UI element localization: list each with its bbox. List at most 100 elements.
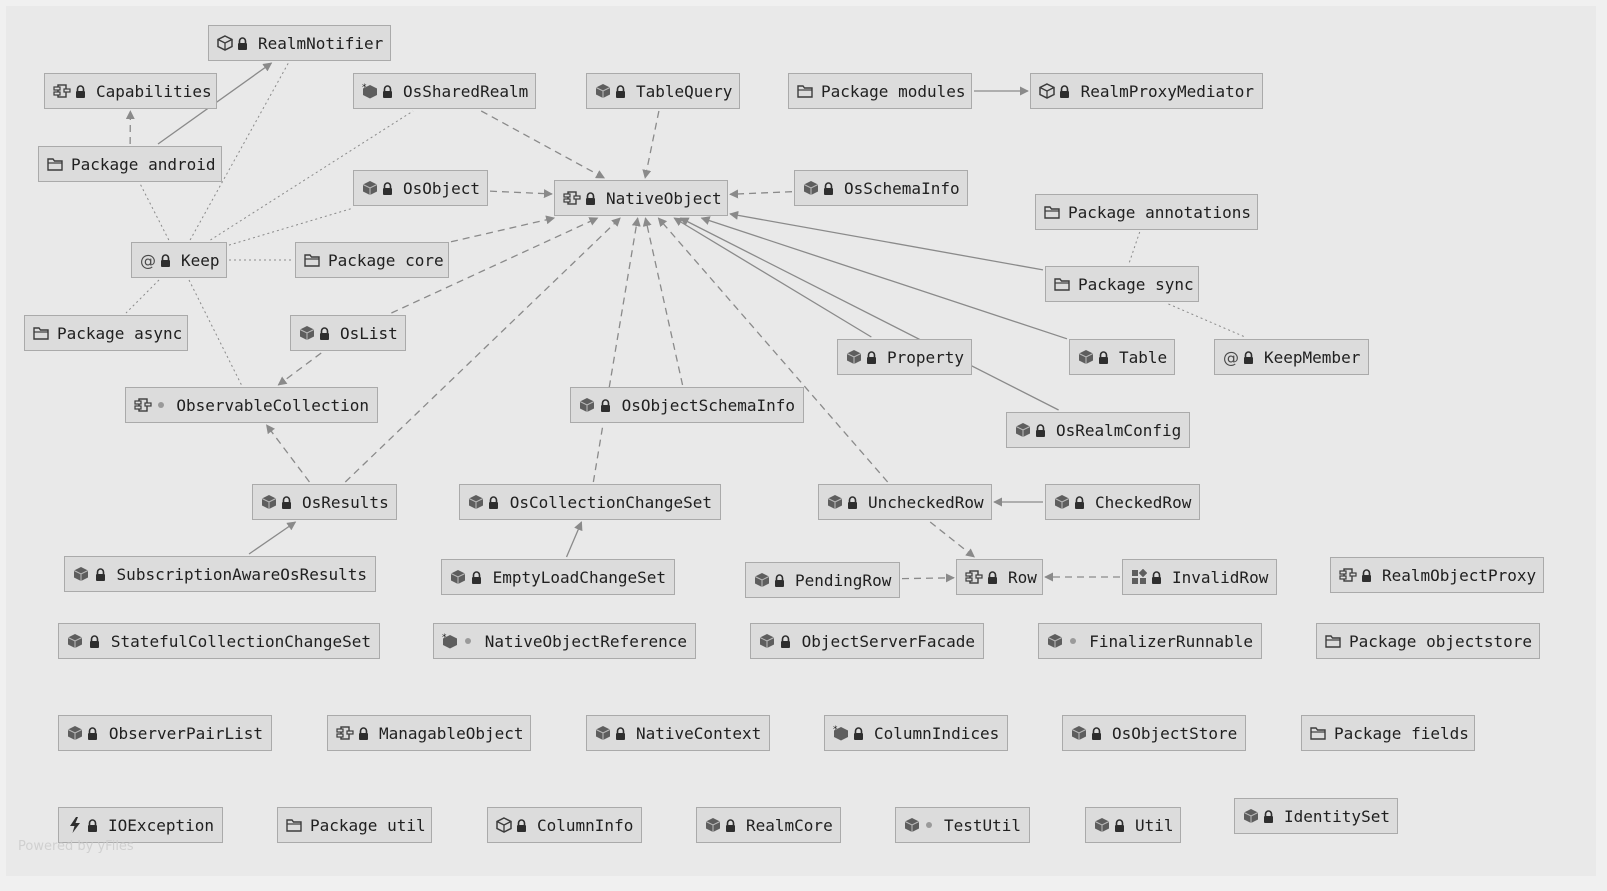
node-label: ObservableCollection: [176, 395, 369, 415]
node-label: Row: [1008, 567, 1037, 587]
diagram-node[interactable]: NativeContext: [586, 715, 770, 751]
lock-icon: [86, 816, 98, 834]
diagram-node[interactable]: ObjectServerFacade: [750, 623, 984, 659]
interface-icon: [217, 34, 233, 52]
node-label: RealmObjectProxy: [1382, 565, 1537, 585]
diagram-node[interactable]: IOException: [58, 807, 223, 843]
diagram-node[interactable]: IdentitySet: [1234, 798, 1398, 834]
diagram-node[interactable]: @KeepMember: [1214, 339, 1369, 375]
diagram-node[interactable]: *ColumnIndices: [824, 715, 1008, 751]
diagram-node[interactable]: RealmObjectProxy: [1330, 557, 1544, 593]
edge-dotted: [210, 110, 414, 241]
diagram-node[interactable]: OsObjectSchemaInfo: [570, 387, 804, 423]
lock-icon: [75, 82, 86, 100]
edge-dashed: [657, 217, 889, 483]
diagram-node[interactable]: TableQuery: [586, 73, 740, 109]
class-icon: [1078, 348, 1094, 366]
diagram-node[interactable]: Package async: [24, 315, 188, 351]
diagram-node[interactable]: OsList: [290, 315, 406, 351]
edge-dotted: [125, 279, 160, 314]
diagram-node[interactable]: EmptyLoadChangeSet: [441, 559, 675, 595]
edge-solid: [248, 521, 297, 555]
edge-dotted: [1128, 231, 1141, 265]
svg-text:*: *: [442, 633, 447, 643]
diagram-node[interactable]: ManagableObject: [327, 715, 531, 751]
diagram-node[interactable]: Package android: [38, 146, 222, 182]
diagram-node[interactable]: ColumnInfo: [487, 807, 642, 843]
lock-icon: [774, 571, 785, 589]
diagram-node[interactable]: UncheckedRow: [818, 484, 992, 520]
edge-dotted: [188, 279, 242, 386]
diagram-node[interactable]: *OsSharedRealm: [353, 73, 536, 109]
node-label: OsObjectStore: [1112, 723, 1238, 743]
node-label: FinalizerRunnable: [1089, 631, 1253, 651]
node-label: ColumnIndices: [874, 723, 1000, 743]
diagram-node[interactable]: InvalidRow: [1122, 559, 1277, 595]
diagram-node[interactable]: StatefulCollectionChangeSet: [58, 623, 380, 659]
node-label: Package fields: [1334, 723, 1469, 743]
class-icon: [299, 324, 315, 342]
diagram-node[interactable]: ObserverPairList: [58, 715, 272, 751]
class-icon: [754, 571, 770, 589]
edge-dashed: [489, 189, 553, 199]
diagram-node[interactable]: RealmProxyMediator: [1030, 73, 1263, 109]
diagram-node[interactable]: Package modules: [788, 73, 972, 109]
diagram-node[interactable]: TestUtil: [895, 807, 1030, 843]
lock-icon: [987, 568, 998, 586]
diagram-node[interactable]: Capabilities: [44, 73, 217, 109]
package-icon: [797, 82, 813, 100]
edge-dashed: [901, 573, 955, 583]
diagram-node[interactable]: Row: [956, 559, 1043, 595]
lock-icon: [382, 179, 393, 197]
diagram-node[interactable]: RealmCore: [696, 807, 841, 843]
node-label: Util: [1135, 815, 1174, 835]
lock-icon: [585, 189, 596, 207]
lock-icon: [319, 324, 330, 342]
diagram-node[interactable]: NativeObject: [554, 180, 728, 216]
interface-icon: [496, 816, 512, 834]
node-label: Package util: [310, 815, 426, 835]
diagram-node[interactable]: OsObjectStore: [1062, 715, 1246, 751]
diagram-node[interactable]: Package objectstore: [1316, 623, 1540, 659]
diagram-node[interactable]: *NativeObjectReference: [433, 623, 696, 659]
diagram-node[interactable]: Property: [837, 339, 972, 375]
lock-icon: [615, 724, 626, 742]
node-label: OsSchemaInfo: [844, 178, 960, 198]
diagram-node[interactable]: Package sync: [1045, 266, 1199, 302]
diagram-node[interactable]: OsObject: [353, 170, 488, 206]
class-icon: [450, 568, 466, 586]
edge-dashed: [729, 189, 793, 199]
diagram-node[interactable]: Util: [1085, 807, 1181, 843]
edge-solid: [729, 210, 1044, 271]
diagram-node[interactable]: Package annotations: [1035, 194, 1258, 230]
node-label: UncheckedRow: [868, 492, 984, 512]
diagram-node[interactable]: Package fields: [1301, 715, 1475, 751]
diagram-node[interactable]: OsResults: [252, 484, 397, 520]
class-icon: [904, 816, 920, 834]
diagram-node[interactable]: RealmNotifier: [208, 25, 391, 61]
diagram-node[interactable]: OsCollectionChangeSet: [459, 484, 721, 520]
diagram-node[interactable]: FinalizerRunnable: [1038, 623, 1262, 659]
diagram-node[interactable]: Table: [1069, 339, 1175, 375]
edge-dashed: [642, 217, 684, 386]
diagram-node[interactable]: OsSchemaInfo: [794, 170, 968, 206]
class-icon: [468, 493, 484, 511]
diagram-node[interactable]: OsRealmConfig: [1006, 412, 1190, 448]
diagram-node[interactable]: @Keep: [131, 242, 227, 278]
lock-icon: [1263, 807, 1274, 825]
node-label: RealmCore: [746, 815, 833, 835]
diagram-node[interactable]: CheckedRow: [1045, 484, 1200, 520]
diagram-node[interactable]: ObservableCollection: [125, 387, 378, 423]
diagram-node[interactable]: Package core: [295, 242, 449, 278]
class-icon: [803, 179, 819, 197]
diagram-node[interactable]: PendingRow: [745, 562, 900, 598]
class-icon: [67, 724, 83, 742]
lock-icon: [1035, 421, 1046, 439]
edge-dashed: [277, 352, 322, 386]
diagram-node[interactable]: SubscriptionAwareOsResults: [64, 556, 376, 592]
class-icon: [1047, 632, 1063, 650]
edge-dotted: [228, 207, 354, 246]
diagram-node[interactable]: Package util: [277, 807, 432, 843]
lock-icon: [853, 724, 864, 742]
